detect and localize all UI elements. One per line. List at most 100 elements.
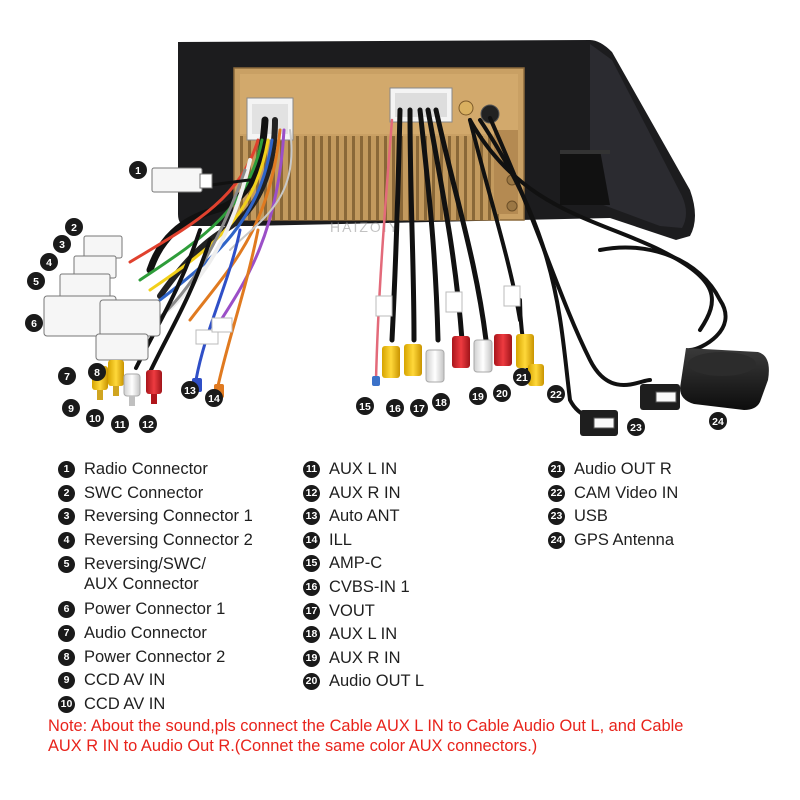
legend-number: 7	[58, 624, 75, 642]
legend-label: GPS Antenna	[574, 530, 674, 549]
usb-and-gps	[580, 348, 769, 436]
legend-label: Auto ANT	[329, 507, 400, 526]
legend-item: 15 AMP-C	[303, 552, 424, 576]
callout-11: 11	[114, 419, 125, 431]
legend-number: 23	[548, 508, 565, 526]
legend-label: ILL	[329, 530, 352, 549]
callout-6: 6	[31, 318, 37, 330]
legend-item: 11 AUX L IN	[303, 458, 424, 482]
callout-7: 7	[64, 371, 70, 383]
legend-number: 15	[303, 555, 320, 573]
legend-item: 10 CCD AV IN	[58, 693, 253, 717]
legend-number: 3	[58, 508, 75, 526]
legend-number: 1	[58, 461, 75, 478]
callout-3: 3	[59, 239, 65, 251]
legend-item: 8 Power Connector 2	[58, 646, 253, 670]
callout-9: 9	[68, 403, 74, 415]
legend-number: 8	[58, 648, 75, 666]
callout-2: 2	[71, 222, 77, 234]
head-unit: HAIZOIY	[178, 40, 695, 240]
legend-number: 2	[58, 484, 75, 502]
legend-label: AUX L IN	[329, 460, 398, 478]
legend-item: 7 Audio Connector	[58, 622, 253, 646]
legend-label: CCD AV IN	[84, 671, 166, 690]
legend-label: Power Connector 1	[84, 600, 226, 619]
legend-label: Audio Connector	[84, 623, 207, 642]
legend-item: 19 AUX R IN	[303, 647, 424, 671]
legend-number: 10	[58, 695, 75, 713]
legend-item: 6 Power Connector 1	[58, 598, 253, 622]
legend-item: 9 CCD AV IN	[58, 669, 253, 693]
legend-column-3: 21 Audio OUT R 22 CAM Video IN 23 USB 24 GPS…	[548, 458, 678, 552]
legend-number: 9	[58, 672, 75, 690]
legend-item: 23 USB	[548, 505, 678, 529]
legend-number: 12	[303, 484, 320, 502]
legend-item: 24 GPS Antenna	[548, 529, 678, 553]
legend-item: 18 AUX L IN	[303, 623, 424, 647]
note-line-1: Note: About the sound,pls connect the Ca…	[48, 717, 684, 735]
left-harness	[113, 116, 293, 388]
legend-item: 21 Audio OUT R	[548, 458, 678, 482]
legend-number: 21	[548, 461, 565, 478]
callout-12: 12	[142, 419, 154, 431]
callout-8: 8	[94, 367, 100, 379]
legend-label: Power Connector 2	[84, 647, 226, 666]
legend-number: 11	[303, 461, 320, 478]
legend-label: Audio OUT L	[329, 672, 425, 691]
legend-label: AUX R IN	[329, 648, 401, 667]
callout-17: 17	[413, 403, 425, 415]
callout-13: 13	[184, 385, 196, 397]
callout-19: 19	[472, 391, 484, 403]
callout-15: 15	[359, 401, 371, 413]
legend-label: AUX R IN	[329, 483, 401, 502]
legend-number: 18	[303, 626, 320, 644]
legend-label: Radio Connector	[84, 460, 208, 478]
legend-label: USB	[574, 507, 608, 526]
watermark: HAIZOIY	[330, 219, 400, 235]
legend-item: 3 Reversing Connector 1	[58, 505, 253, 529]
legend-number: 6	[58, 601, 75, 619]
legend-item: 2 SWC Connector	[58, 482, 253, 506]
callout-21: 21	[516, 372, 528, 384]
legend-item: 1 Radio Connector	[58, 458, 253, 482]
legend-number: 22	[548, 484, 565, 502]
legend-number: 19	[303, 649, 320, 667]
legend-label: Reversing Connector 2	[84, 530, 253, 549]
legend-number: 5	[58, 556, 75, 574]
callout-10: 10	[89, 413, 101, 425]
legend-number: 16	[303, 578, 320, 596]
legend-number: 20	[303, 673, 320, 691]
legend-item: 17 VOUT	[303, 600, 424, 624]
callout-14: 14	[208, 393, 220, 405]
callout-4: 4	[46, 257, 52, 269]
callout-5: 5	[33, 276, 39, 288]
callouts: 1 2 3 4 5 6 7 8 9 10 11 12 13 14 15 16 1…	[25, 161, 727, 436]
legend-label: Reversing/SWC/	[84, 555, 206, 574]
legend-label-line2: AUX Connector	[84, 575, 199, 594]
legend-label: SWC Connector	[84, 483, 204, 502]
callout-20: 20	[496, 388, 508, 400]
legend-label: CAM Video IN	[574, 483, 679, 502]
legend-number: 17	[303, 602, 320, 620]
middle-connectors	[372, 285, 544, 386]
legend-label: AUX L IN	[329, 625, 398, 644]
legend-item: 5 Reversing/SWC/AUX Connector	[58, 552, 253, 598]
legend-item: 13 Auto ANT	[303, 505, 424, 529]
legend-item: 20 Audio OUT L	[303, 670, 424, 694]
legend-number: 24	[548, 531, 565, 549]
callout-23: 23	[630, 422, 642, 434]
legend-label: VOUT	[329, 601, 375, 620]
legend-label: AMP-C	[329, 554, 383, 573]
note-line-2: AUX R IN to Audio Out R.(Connet the same…	[48, 737, 538, 755]
legend-label: Reversing Connector 1	[84, 507, 253, 526]
legend-label: Audio OUT R	[574, 460, 672, 478]
legend-label: CCD AV IN	[84, 694, 166, 713]
legend-item: 22 CAM Video IN	[548, 482, 678, 506]
legend-number: 13	[303, 508, 320, 526]
sound-connection-note: Note: About the sound,pls connect the Ca…	[48, 716, 778, 756]
legend-number: 4	[58, 531, 75, 549]
